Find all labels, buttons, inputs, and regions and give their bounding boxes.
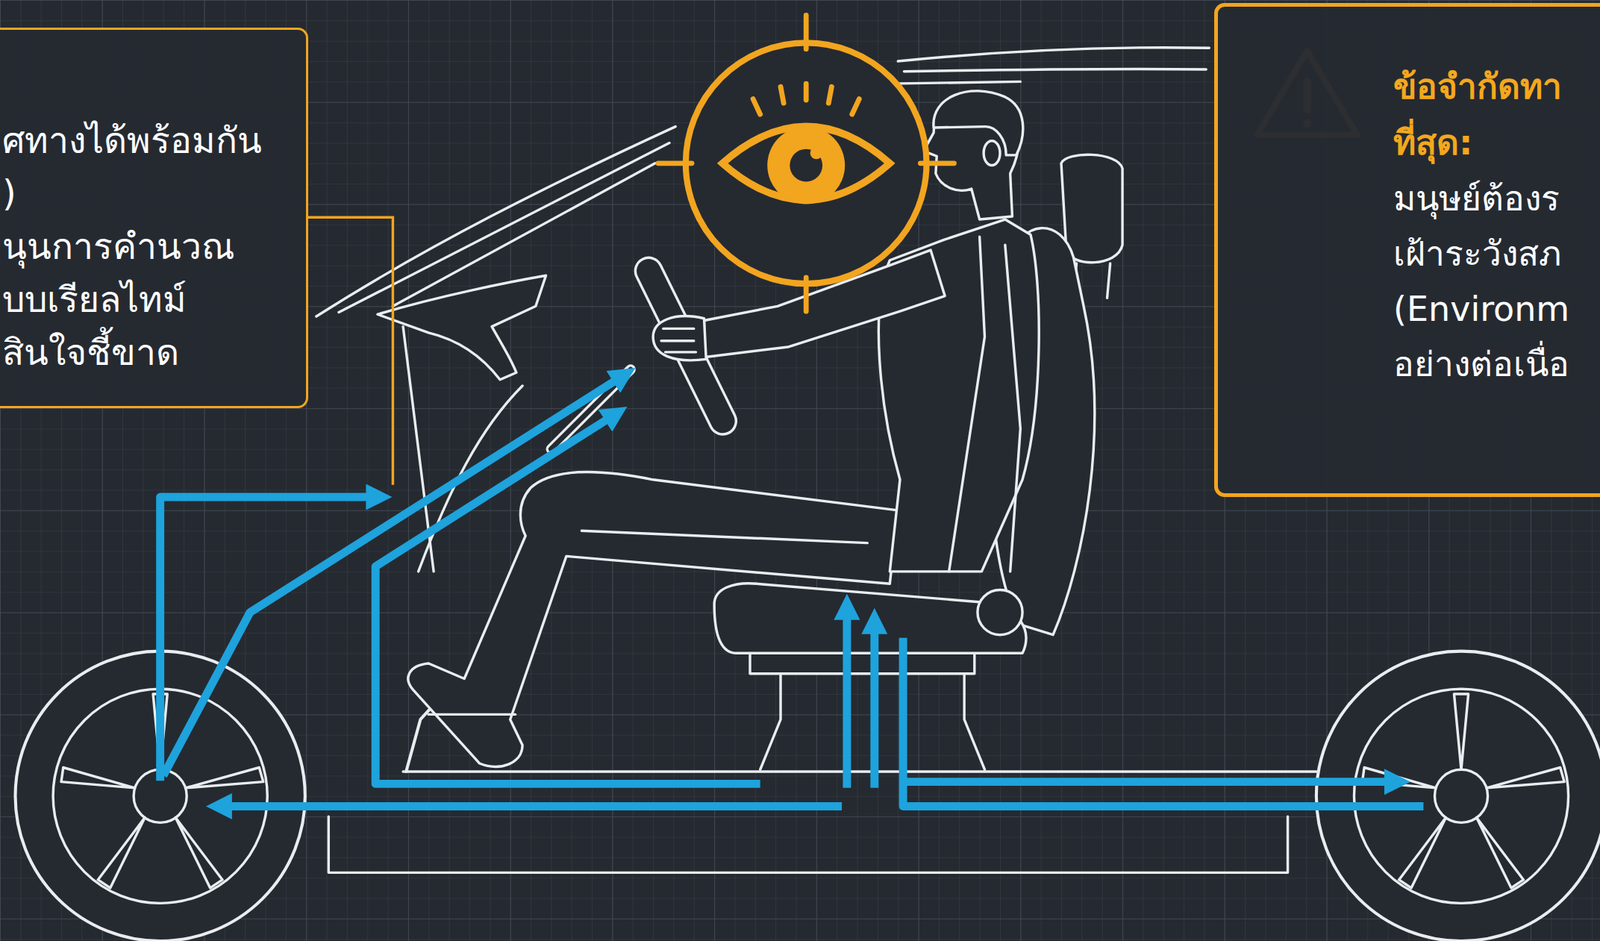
callout-box: ศทางได้พร้อมกัน ) นุนการคำนวณ บบเรียลไทม… — [0, 27, 309, 409]
callout-box: ข้อจำกัดทา ที่สุด:มนุษย์ต้องร เฝ้าระวังส… — [1214, 2, 1600, 498]
rim — [1353, 688, 1568, 903]
crosshair — [658, 15, 955, 312]
hand — [652, 316, 706, 361]
flow-arrow — [842, 604, 851, 789]
speed-line — [897, 47, 1209, 62]
target-ring — [685, 42, 927, 284]
eye-ray — [752, 83, 859, 115]
callout-heading: ข้อจำกัดทา ที่สุด: — [1393, 58, 1600, 171]
callout-text: มนุษย์ต้องร เฝ้าระวังสภ (Environm อย่างต… — [1393, 170, 1600, 392]
finger — [661, 328, 696, 352]
jacket-line — [949, 236, 986, 572]
leg — [408, 471, 898, 767]
leg-line — [581, 530, 868, 543]
flow-arrow — [902, 638, 1424, 807]
seat-cushion — [714, 583, 1027, 654]
seat-base — [750, 652, 975, 674]
eye-glint — [810, 147, 823, 159]
seat-belt — [1005, 244, 1021, 572]
shoe-line — [428, 713, 515, 716]
floor-line — [402, 770, 1317, 773]
flow-arrow — [163, 373, 627, 777]
spoke — [1361, 694, 1565, 889]
ear — [983, 141, 1000, 166]
flow-arrow — [160, 497, 383, 781]
flow-arrow — [375, 412, 760, 785]
hair — [933, 91, 1024, 156]
speed-line — [889, 81, 1021, 84]
flow-arrow — [870, 618, 879, 789]
speed-line — [903, 68, 1206, 71]
recliner-knob — [977, 590, 1023, 636]
flow-arrow — [216, 802, 842, 811]
flow-arrow — [902, 777, 1400, 786]
hub — [1434, 769, 1488, 823]
leader-bracket — [308, 217, 393, 485]
callout-text: ศทางได้พร้อมกัน ) นุนการคำนวณ บบเรียลไทม… — [2, 114, 299, 380]
chassis — [328, 816, 1288, 873]
wheel — [1316, 651, 1600, 941]
iris — [767, 126, 845, 205]
